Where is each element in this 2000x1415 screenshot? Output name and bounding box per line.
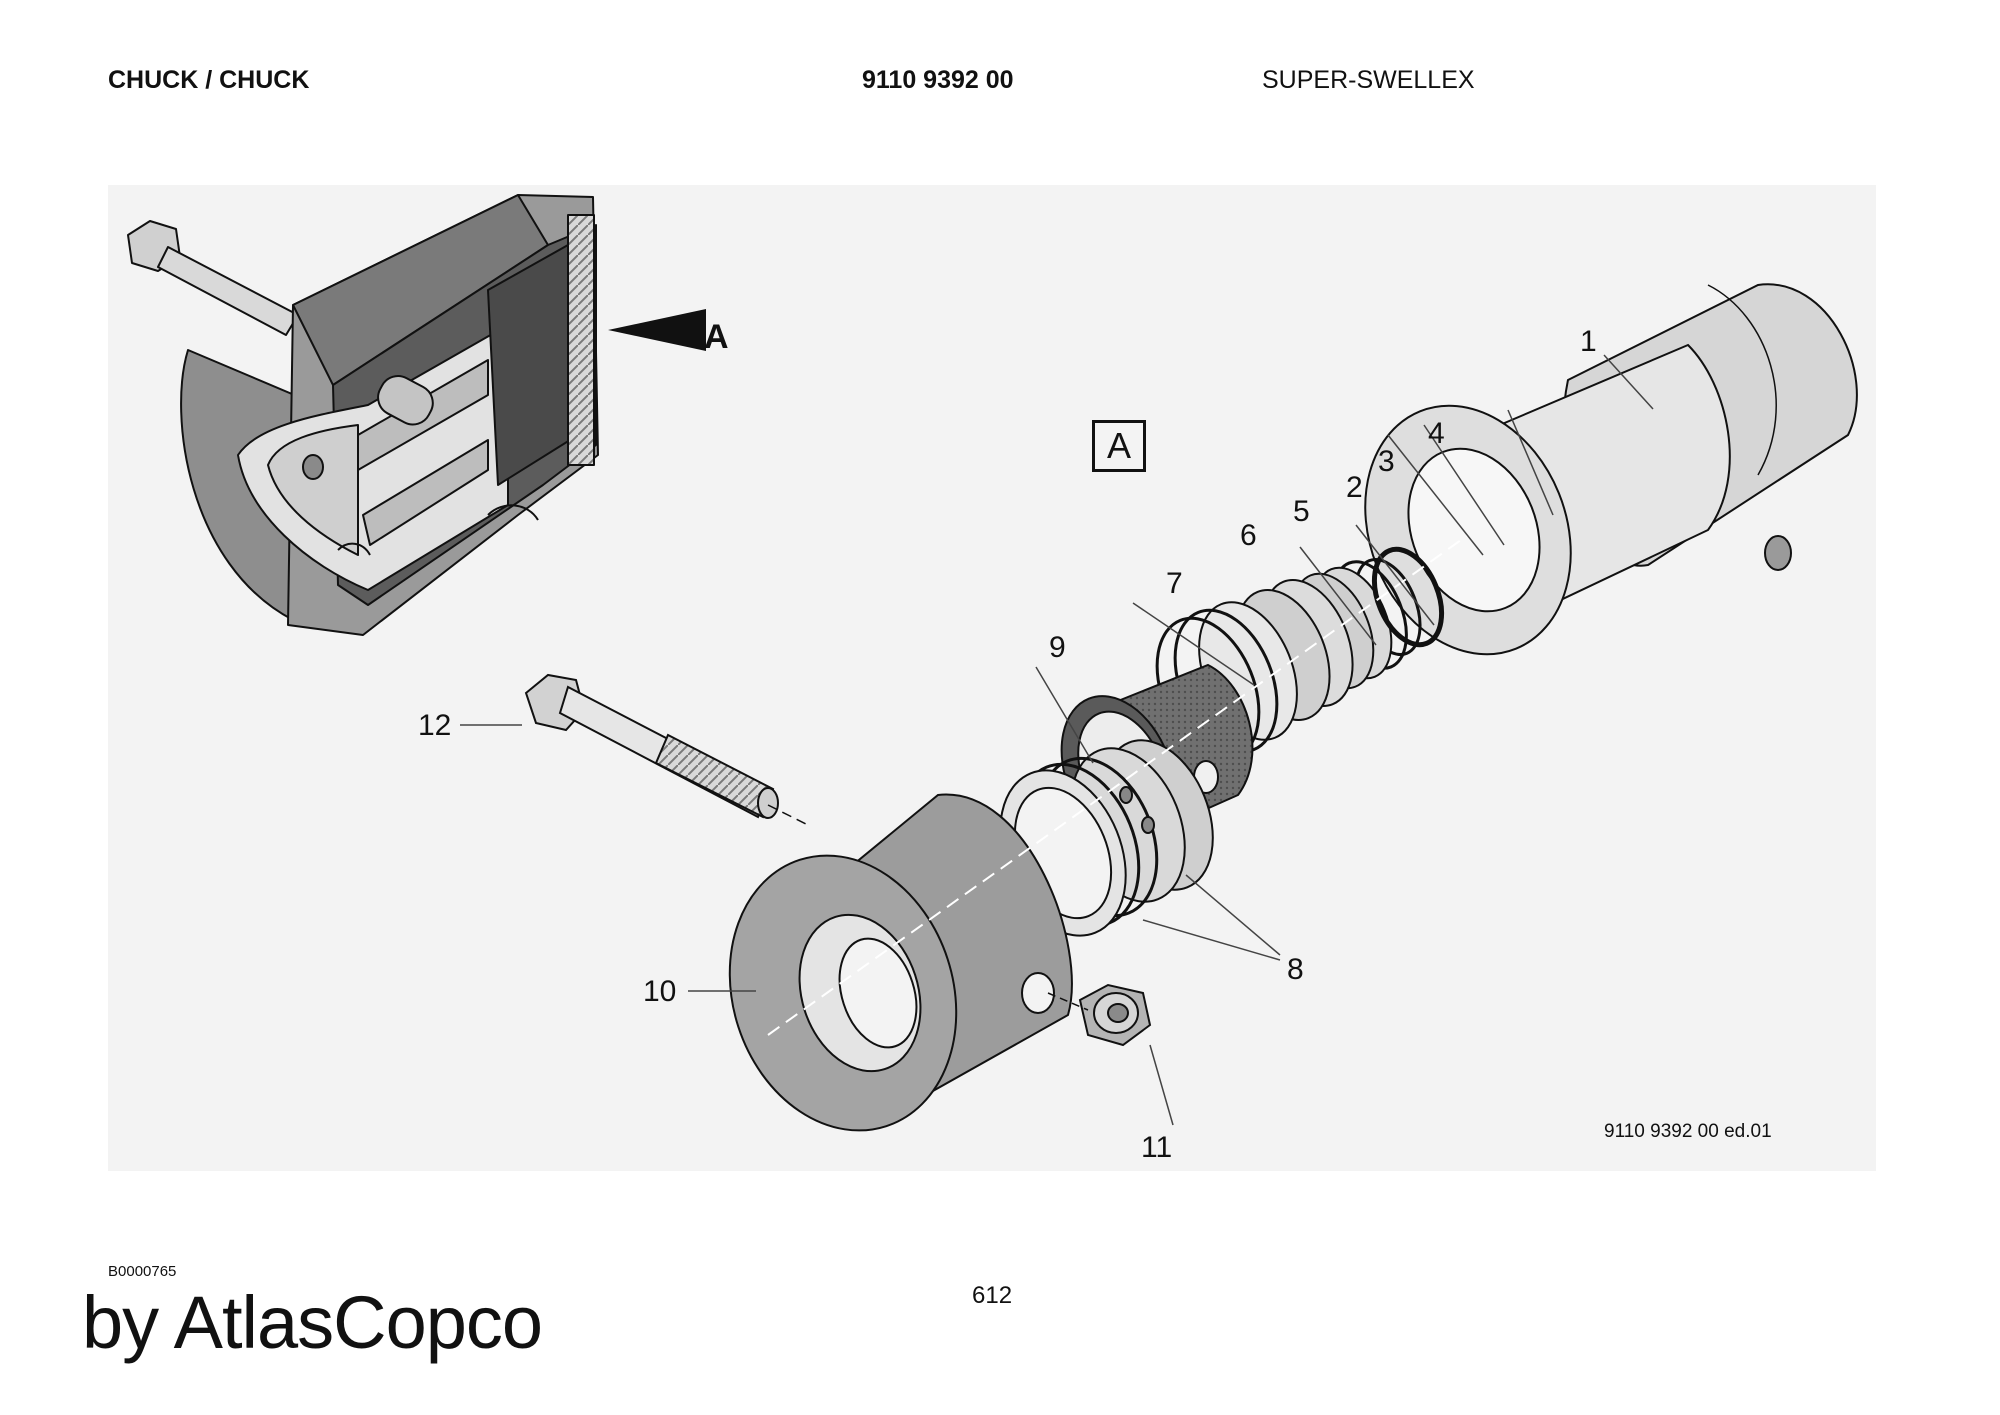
drawing-illustration: [127, 194, 1858, 1132]
part-10-front-cap: [728, 793, 1073, 1132]
callout-3: 3: [1378, 445, 1395, 478]
part-12-bolt: [524, 673, 779, 819]
document-title: CHUCK / CHUCK: [108, 66, 310, 94]
callout-11: 11: [1141, 1131, 1173, 1164]
drawing-reference-code: 9110 9392 00 ed.01: [1604, 1121, 1772, 1142]
callout-10: 10: [643, 975, 677, 1008]
detail-box-label: A: [1092, 420, 1146, 472]
callout-12: 12: [418, 709, 452, 742]
brand-text: by AtlasCopco: [82, 1281, 543, 1364]
callout-6: 6: [1240, 519, 1257, 552]
callout-5: 5: [1293, 495, 1310, 528]
model-name: SUPER-SWELLEX: [1262, 66, 1475, 94]
part-11-lock-nut: [1078, 983, 1152, 1047]
leader-lines: [460, 354, 1654, 1126]
detail-arrow: [608, 309, 706, 351]
callout-4: 4: [1428, 417, 1445, 450]
exploded-view-drawing: 1 2 3 4 5 6 7 8 9 10 11 12 A A 9110 9392…: [108, 185, 1876, 1171]
callout-1: 1: [1580, 325, 1597, 358]
callout-8: 8: [1287, 953, 1304, 986]
image-code: B0000765: [108, 1263, 177, 1280]
part-number: 9110 9392 00: [862, 66, 1014, 94]
detail-arrow-label: A: [704, 318, 729, 356]
callout-2: 2: [1346, 471, 1363, 504]
sectioned-chuck-detail: [127, 194, 599, 636]
callout-9: 9: [1049, 631, 1066, 664]
callout-7: 7: [1166, 567, 1183, 600]
page-number: 612: [972, 1282, 1013, 1309]
